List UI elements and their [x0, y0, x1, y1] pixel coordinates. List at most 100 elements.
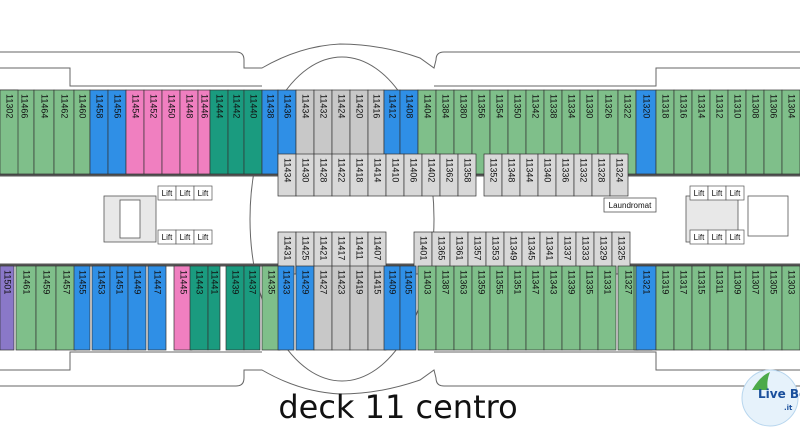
- lift-4: Lift: [157, 229, 177, 245]
- cabin-box: [0, 89, 19, 175]
- cabin-number: 11310: [733, 94, 743, 118]
- cabin-number: 11409: [388, 270, 398, 294]
- hull-outline: [0, 43, 800, 395]
- cabin-11317: 11317: [673, 265, 693, 351]
- cabin-number: 11424: [337, 94, 347, 118]
- cabin-number: 11431: [283, 236, 293, 260]
- cabin-number: 11416: [372, 94, 382, 118]
- cabin-11462: 11462: [53, 89, 75, 175]
- cabin-number: 11451: [115, 270, 125, 294]
- cabin-11318: 11318: [655, 89, 675, 175]
- lift-label: Lift: [730, 189, 741, 198]
- palm-icon: [752, 372, 770, 390]
- cabin-11450: 11450: [161, 89, 181, 175]
- cabin-number: 11318: [661, 94, 671, 118]
- cabin-number: 11441: [210, 270, 220, 294]
- cabin-11320: 11320: [635, 89, 657, 175]
- cabin-number: 11339: [567, 270, 577, 294]
- cabin-number: 11412: [388, 94, 398, 118]
- cabin-number: 11319: [661, 270, 671, 294]
- lift-5: Lift: [175, 229, 195, 245]
- cabin-number: 11435: [267, 270, 277, 294]
- cabin-11406: 11406: [403, 153, 423, 197]
- cabin-number: 11444: [215, 94, 225, 118]
- cabin-number: 11438: [266, 94, 276, 118]
- cabin-11340: 11340: [537, 153, 557, 197]
- cabin-number: 11466: [20, 94, 30, 118]
- cabin-number: 11452: [149, 94, 159, 118]
- cabin-number: 11384: [441, 94, 451, 118]
- cabin-box: [0, 265, 15, 351]
- cabin-11352: 11352: [483, 153, 503, 197]
- cabin-number: 11421: [319, 236, 329, 260]
- cabin-number: 11306: [769, 94, 779, 118]
- cabin-11387: 11387: [435, 265, 455, 351]
- cabin-11442: 11442: [227, 89, 245, 175]
- cabin-number: 11320: [642, 94, 652, 118]
- cabin-number: 11342: [531, 94, 541, 118]
- deck-title: deck 11 centro: [278, 388, 517, 426]
- cabin-number: 11407: [373, 236, 383, 260]
- cabin-11460: 11460: [73, 89, 91, 175]
- cabin-number: 11404: [423, 94, 433, 118]
- lift-8: Lift: [707, 185, 727, 201]
- cabin-number: 11324: [615, 158, 625, 182]
- lift-label: Lift: [712, 233, 723, 242]
- cabin-11461: 11461: [15, 265, 37, 351]
- lift-12: Lift: [725, 229, 745, 245]
- cabin-number: 11344: [525, 158, 535, 182]
- cabin-11457: 11457: [55, 265, 77, 351]
- cabin-11427: 11427: [313, 265, 333, 351]
- cabin-11328: 11328: [591, 153, 611, 197]
- cabin-11362: 11362: [439, 153, 459, 197]
- cabin-11304: 11304: [781, 89, 800, 175]
- cabin-number: 11354: [495, 94, 505, 118]
- cabin-number: 11327: [624, 270, 634, 294]
- cabin-11343: 11343: [543, 265, 563, 351]
- cabin-box: [127, 265, 147, 351]
- cabin-box: [207, 265, 221, 351]
- cabin-number: 11352: [489, 158, 499, 182]
- cabin-number: 11458: [95, 94, 105, 118]
- cabin-box: [781, 89, 800, 175]
- cabin-number: 11410: [391, 158, 401, 182]
- lift-label: Lift: [198, 189, 209, 198]
- cabin-box: [399, 265, 417, 351]
- cabin-number: 11459: [42, 270, 52, 294]
- cabin-number: 11302: [5, 94, 15, 118]
- laundromat-label: Laundromat: [609, 201, 652, 210]
- cabin-11434: 11434: [277, 153, 297, 197]
- laundromat: Laundromat: [603, 197, 657, 213]
- lift-box: [193, 229, 213, 245]
- cabin-11464: 11464: [33, 89, 55, 175]
- cabin-number: 11453: [97, 270, 107, 294]
- cabin-11331: 11331: [597, 265, 617, 351]
- cabin-11453: 11453: [91, 265, 111, 351]
- cabin-number: 11387: [441, 270, 451, 294]
- cabin-number: 11350: [513, 94, 523, 118]
- cabin-number: 11442: [232, 94, 242, 118]
- cabin-11356: 11356: [471, 89, 491, 175]
- cabin-11443: 11443: [189, 265, 209, 351]
- cabin-11302: 11302: [0, 89, 19, 175]
- cabin-number: 11315: [697, 270, 707, 294]
- cabin-box: [147, 265, 167, 351]
- lift-label: Lift: [162, 189, 173, 198]
- cabin-box: [781, 265, 800, 351]
- lift-label: Lift: [180, 189, 191, 198]
- cabin-number: 11365: [437, 236, 447, 260]
- cabin-11414: 11414: [367, 153, 387, 197]
- cabin-number: 11348: [507, 158, 517, 182]
- lift-9: Lift: [725, 185, 745, 201]
- cabin-box: [277, 265, 295, 351]
- cabin-number: 11362: [445, 158, 455, 182]
- cabin-number: 11353: [491, 236, 501, 260]
- cabin-number: 11334: [567, 94, 577, 118]
- cabin-number: 11380: [459, 94, 469, 118]
- cabin-11316: 11316: [673, 89, 693, 175]
- cabin-number: 11329: [599, 236, 609, 260]
- cabin-box: [73, 265, 91, 351]
- cabin-11447: 11447: [147, 265, 167, 351]
- cabin-number: 11501: [3, 270, 13, 294]
